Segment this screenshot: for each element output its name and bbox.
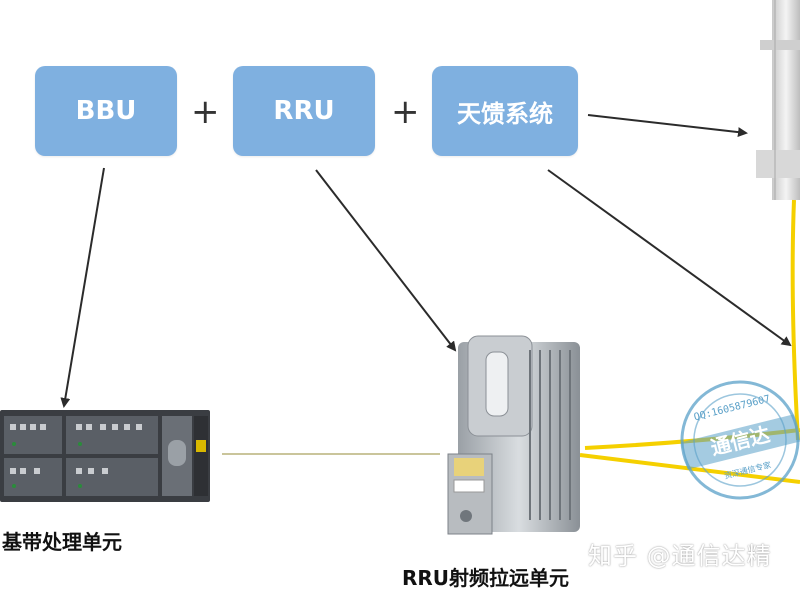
arrow-antenna-to-mast	[587, 114, 748, 138]
plus-sign-1: +	[191, 92, 220, 132]
rru-caption: RRU射频拉远单元	[402, 566, 570, 590]
antenna-mast-image	[756, 0, 800, 200]
bbu-box: BBU	[35, 66, 177, 156]
rru-unit-image	[447, 335, 580, 535]
arrow-bbu-to-unit	[60, 167, 105, 408]
watermark-text: 知乎 @通信达精	[588, 542, 772, 570]
arrow-antenna-to-feeder	[547, 169, 792, 347]
rru-box-label: RRU	[273, 96, 335, 126]
antenna-system-box-label: 天馈系统	[457, 99, 553, 128]
antenna-system-box: 天馈系统	[432, 66, 578, 156]
bbu-caption: 基带处理单元	[2, 530, 122, 554]
bbu-unit-image	[0, 410, 210, 502]
arrow-rru-to-unit	[315, 169, 457, 352]
plus-sign-2: +	[391, 92, 420, 132]
rru-box: RRU	[233, 66, 375, 156]
bbu-box-label: BBU	[75, 96, 137, 126]
stamp-phone-text: QQ:1605879607	[693, 394, 772, 424]
